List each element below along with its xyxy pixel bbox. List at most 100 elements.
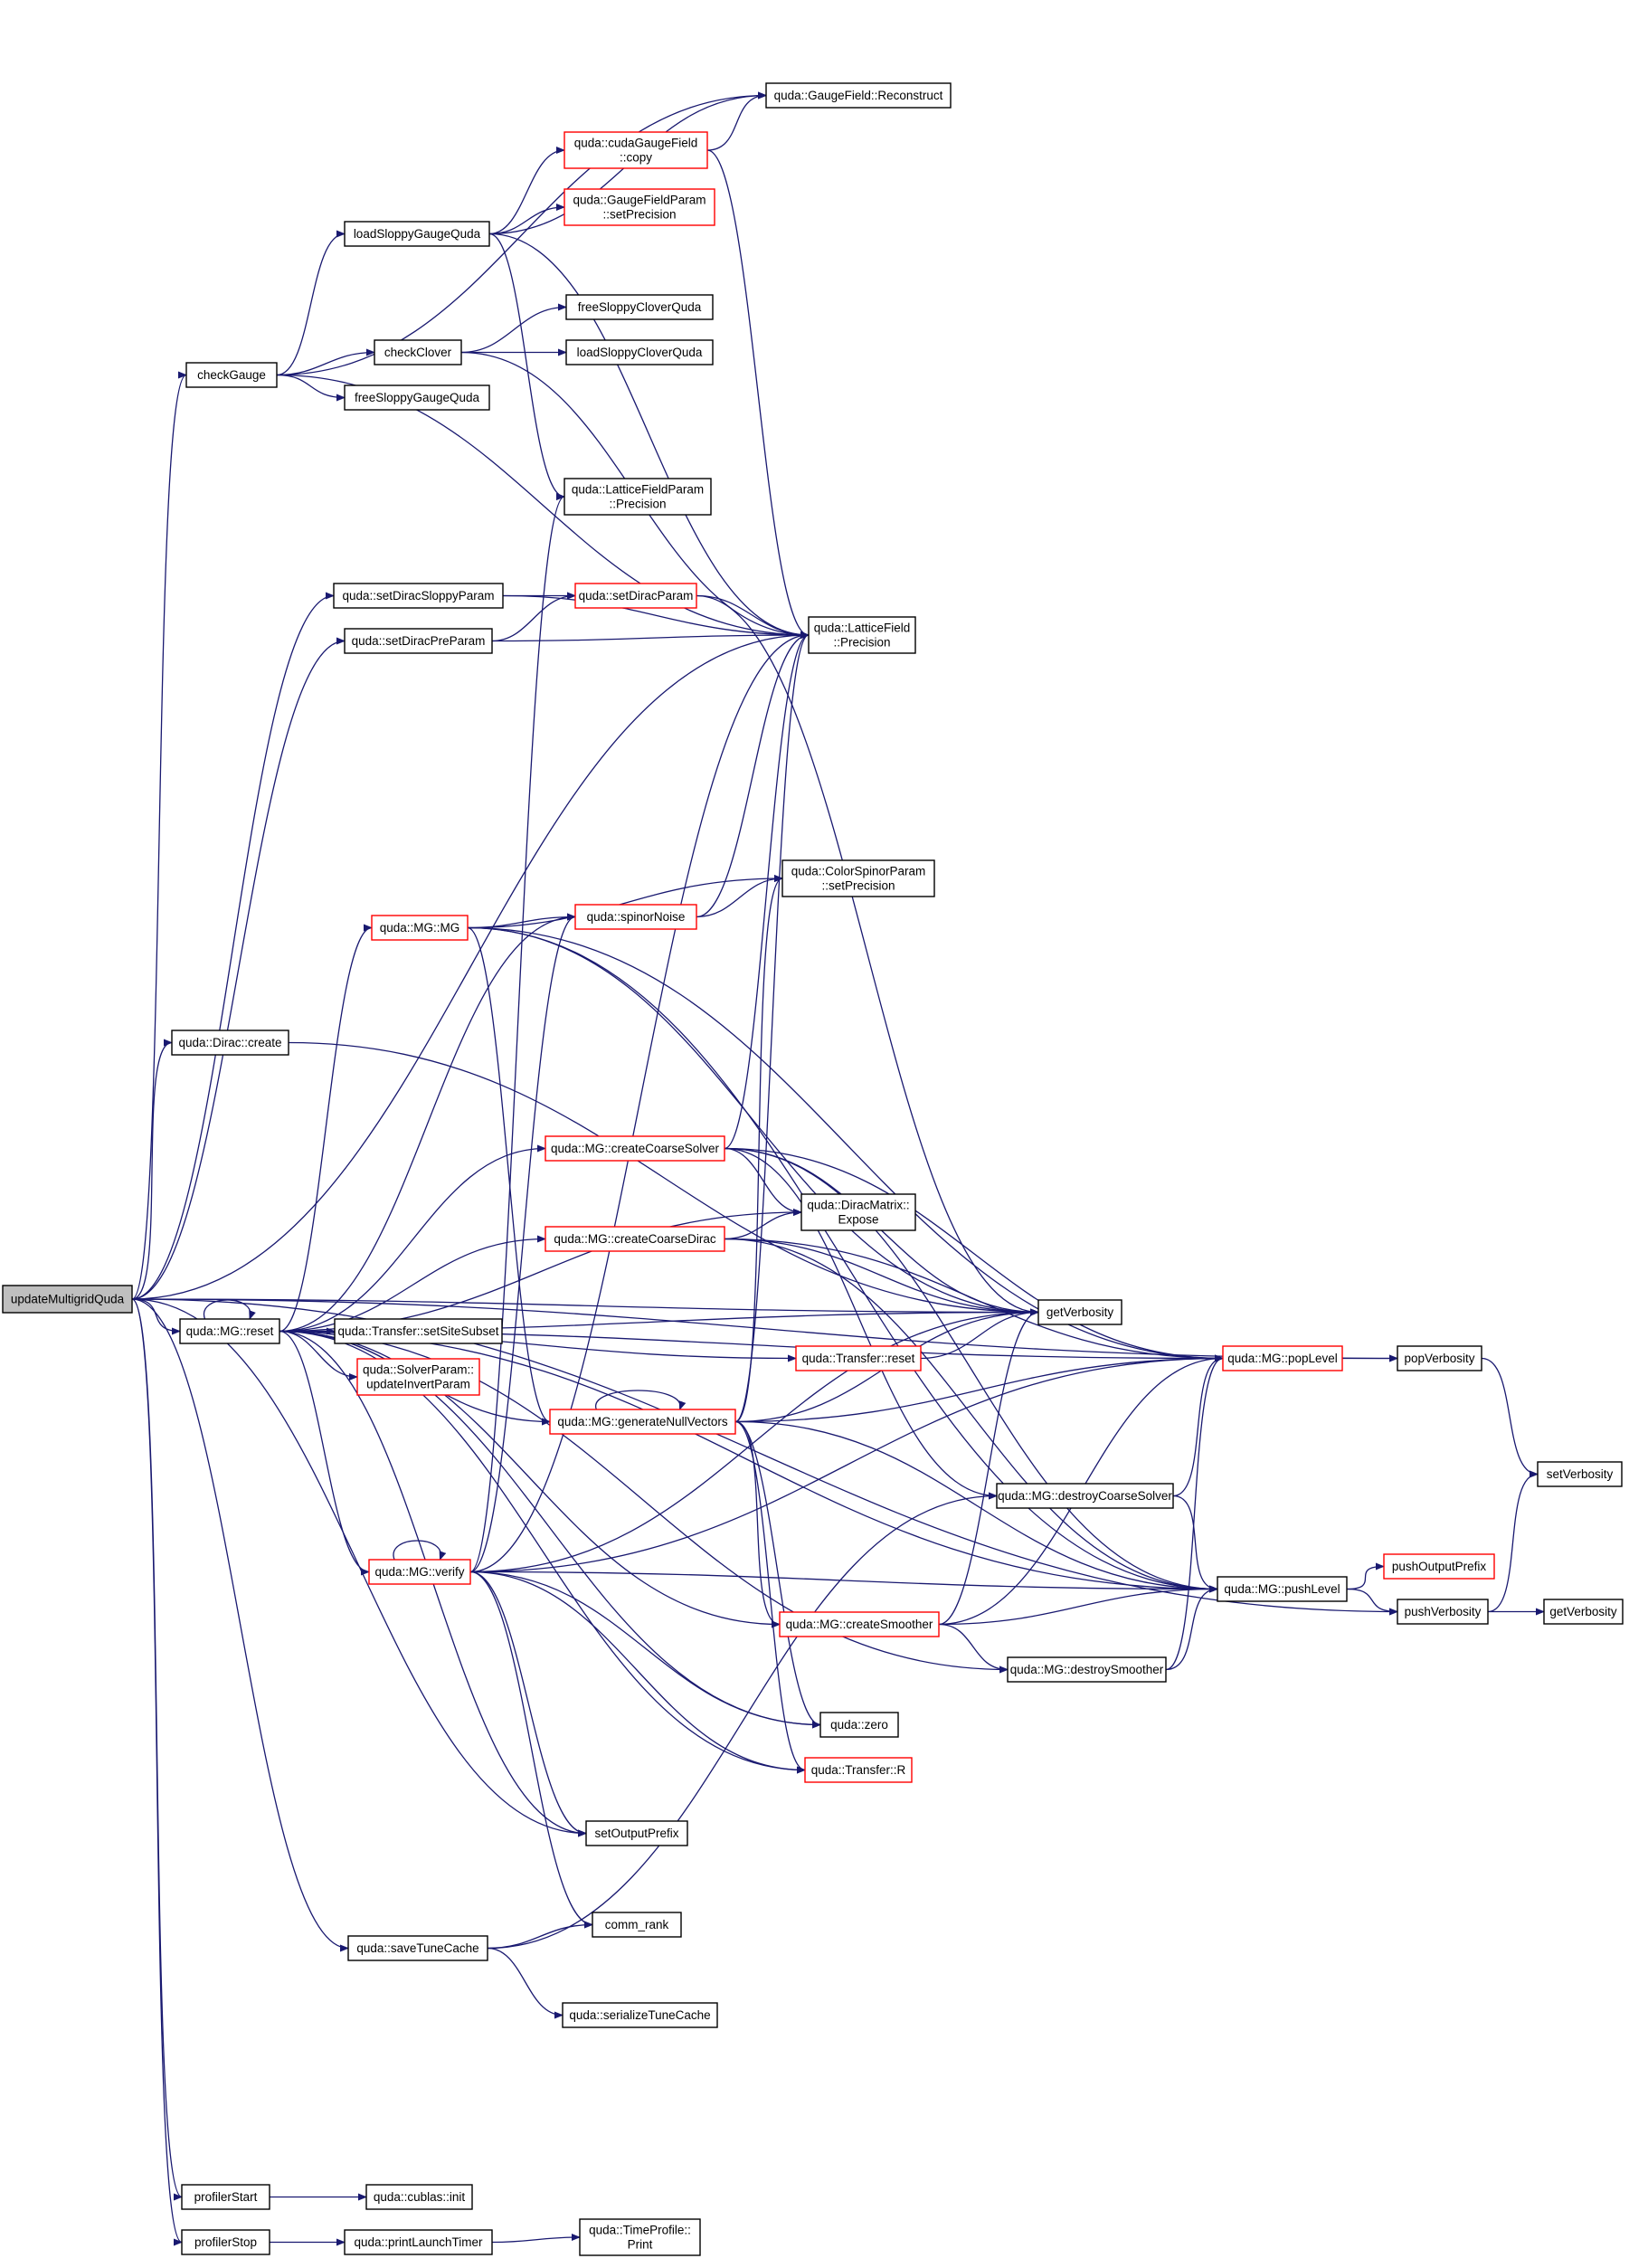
node-label: quda::Dirac::create (178, 1036, 281, 1049)
graph-node-checkClover[interactable]: checkClover (374, 339, 462, 365)
node-box (800, 1193, 916, 1231)
graph-node-ColorSpinorParamSetPrecision[interactable]: quda::ColorSpinorParam::setPrecision (781, 859, 935, 897)
edge-MGverify-to-setOutputPrefix (469, 1571, 587, 1837)
graph-node-freeSloppyCloverQuda[interactable]: freeSloppyCloverQuda (565, 294, 714, 320)
node-label: quda::GaugeFieldParam (573, 194, 706, 207)
graph-node-DiracCreate[interactable]: quda::Dirac::create (171, 1030, 289, 1056)
graph-node-cudaGaugeFieldCopy[interactable]: quda::cudaGaugeField::copy (564, 131, 708, 169)
graph-node-commRank[interactable]: comm_rank (592, 1912, 682, 1938)
edge-saveTuneCache-to-destroyCoarseSolver (487, 1492, 998, 1950)
graph-node-cublasInit[interactable]: quda::cublas::init (365, 2184, 473, 2210)
edge-generateNullVectors-to-LatticeFieldPrecision (734, 631, 810, 1423)
node-box (371, 915, 469, 941)
graph-node-setDiracParam[interactable]: quda::setDiracParam (574, 583, 697, 609)
graph-node-setVerbosity[interactable]: setVerbosity (1537, 1461, 1623, 1487)
nodes-layer: updateMultigridQuda checkGauge loadSloppyG… (2, 82, 1624, 2256)
graph-node-createSmoother[interactable]: quda::MG::createSmoother (779, 1611, 940, 1637)
graph-node-pushVerbosity[interactable]: pushVerbosity (1397, 1599, 1489, 1625)
edge-MGMG-to-generateNullVectors (467, 926, 551, 1426)
edge-MGreset-to-createSmoother (279, 1330, 781, 1628)
graph-node-saveTuneCache[interactable]: quda::saveTuneCache (347, 1935, 488, 1961)
graph-node-setOutputPrefix[interactable]: setOutputPrefix (585, 1820, 688, 1846)
graph-node-freeSloppyGaugeQuda[interactable]: freeSloppyGaugeQuda (344, 384, 490, 411)
node-box (579, 2218, 701, 2256)
node-box (356, 1358, 480, 1396)
graph-node-printLaunchTimer[interactable]: quda::printLaunchTimer (344, 2229, 493, 2255)
node-label: ::setPrecision (602, 208, 676, 222)
node-box (549, 1409, 736, 1435)
edge-checkGauge-to-freeSloppyGaugeQuda (276, 374, 346, 402)
graph-node-setDiracPreParam[interactable]: quda::setDiracPreParam (344, 628, 493, 654)
graph-node-loadSloppyGaugeQuda[interactable]: loadSloppyGaugeQuda (344, 221, 490, 247)
node-box (564, 188, 715, 226)
graph-node-LatticeFieldPrecision[interactable]: quda::LatticeField::Precision (808, 616, 916, 654)
graph-node-loadSloppyCloverQuda[interactable]: loadSloppyCloverQuda (565, 339, 714, 365)
graph-node-pushOutputPrefix[interactable]: pushOutputPrefix (1383, 1553, 1495, 1580)
edge-MGreset-to-qudaZero (279, 1330, 821, 1729)
graph-node-MGMG[interactable]: quda::MG::MG (371, 915, 469, 941)
edge-generateNullVectors-to-TransferR (734, 1420, 806, 1774)
edge-DiracCreate-to-getVerbosity1 (288, 1041, 1039, 1316)
node-box (181, 2229, 270, 2255)
graph-node-pushLevel[interactable]: quda::MG::pushLevel (1217, 1576, 1348, 1602)
graph-node-profilerStart[interactable]: profilerStart (181, 2184, 270, 2210)
graph-node-GaugeFieldParamSetPrecision[interactable]: quda::GaugeFieldParam::setPrecision (564, 188, 715, 226)
graph-node-popLevel[interactable]: quda::MG::popLevel (1222, 1345, 1343, 1371)
graph-node-serializeTuneCache[interactable]: quda::serializeTuneCache (562, 2002, 718, 2028)
graph-node-updateInvertParam[interactable]: quda::SolverParam::updateInvertParam (356, 1358, 480, 1396)
graph-node-MGreset[interactable]: quda::MG::reset (179, 1318, 280, 1344)
edge-generateNullVectors-to-pushLevel (734, 1420, 1218, 1593)
edge-cudaGaugeFieldCopy-to-LatticeFieldPrecision (706, 149, 810, 639)
graph-node-spinorNoise[interactable]: quda::spinorNoise (574, 904, 697, 930)
node-label: quda::cublas::init (374, 2190, 466, 2204)
node-label: popVerbosity (1404, 1352, 1474, 1365)
graph-node-MGverify[interactable]: quda::MG::verify (368, 1559, 471, 1585)
node-label: updateMultigridQuda (11, 1293, 125, 1306)
node-label: quda::spinorNoise (587, 910, 686, 924)
edge-MGreset-to-MGreset (203, 1299, 256, 1320)
edge-printLaunchTimer-to-TimeProfilePrint (491, 2234, 581, 2244)
edge-MGreset-to-createCoarseSolver (279, 1144, 546, 1333)
graph-node-createCoarseDirac[interactable]: quda::MG::createCoarseDirac (545, 1226, 725, 1252)
node-box (781, 859, 935, 897)
graph-node-popVerbosity[interactable]: popVerbosity (1397, 1345, 1482, 1371)
graph-node-destroyCoarseSolver[interactable]: quda::MG::destroyCoarseSolver (996, 1483, 1174, 1509)
node-label: ::setPrecision (821, 879, 895, 893)
node-box (344, 2229, 493, 2255)
graph-node-updateMultigridQuda[interactable]: updateMultigridQuda (2, 1285, 133, 1314)
graph-node-LatticeFieldParamPrecision[interactable]: quda::LatticeFieldParam::Precision (564, 478, 712, 516)
graph-node-GaugeFieldReconstruct[interactable]: quda::GaugeField::Reconstruct (765, 82, 952, 109)
edge-MGMG-to-popLevel (467, 926, 1224, 1362)
graph-node-createCoarseSolver[interactable]: quda::MG::createCoarseSolver (545, 1135, 725, 1162)
node-box (334, 1318, 503, 1344)
edge-MGverify-to-popLevel (469, 1354, 1224, 1573)
edge-setDiracSloppyParam-to-LatticeFieldPrecision (502, 594, 810, 639)
edge-setDiracParam-to-getVerbosity1 (696, 594, 1039, 1316)
graph-node-qudaZero[interactable]: quda::zero (819, 1712, 899, 1738)
graph-node-generateNullVectors[interactable]: quda::MG::generateNullVectors (549, 1409, 736, 1435)
graph-node-profilerStop[interactable]: profilerStop (181, 2229, 270, 2255)
node-box (1537, 1461, 1623, 1487)
edge-checkGauge-to-GaugeFieldReconstruct (276, 91, 767, 376)
graph-node-getVerbosity1[interactable]: getVerbosity (1037, 1299, 1122, 1325)
edge-createSmoother-to-destroySmoother (938, 1623, 1009, 1674)
graph-node-TransferReset[interactable]: quda::Transfer::reset (795, 1345, 922, 1371)
node-label: quda::TimeProfile:: (589, 2224, 691, 2237)
graph-node-setDiracSloppyParam[interactable]: quda::setDiracSloppyParam (333, 583, 504, 609)
graph-node-setSiteSubset[interactable]: quda::Transfer::setSiteSubset (334, 1318, 503, 1344)
node-label: quda::MG::pushLevel (1224, 1582, 1340, 1596)
edge-generateNullVectors-to-ColorSpinorParamSetPrecision (734, 875, 783, 1423)
node-box (1007, 1656, 1167, 1683)
node-box (185, 362, 278, 388)
graph-node-TransferR[interactable]: quda::Transfer::R (804, 1757, 913, 1783)
graph-node-DiracMatrixExpose[interactable]: quda::DiracMatrix::Expose (800, 1193, 916, 1231)
graph-node-TimeProfilePrint[interactable]: quda::TimeProfile::Print (579, 2218, 701, 2256)
graph-node-destroySmoother[interactable]: quda::MG::destroySmoother (1007, 1656, 1167, 1683)
node-label: loadSloppyCloverQuda (577, 346, 703, 359)
node-label: updateInvertParam (366, 1378, 470, 1391)
graph-node-getVerbosity2[interactable]: getVerbosity (1543, 1599, 1624, 1625)
edge-updateMultigridQuda-to-setDiracSloppyParam (131, 592, 335, 1300)
node-label: quda::MG::MG (380, 921, 460, 935)
graph-node-checkGauge[interactable]: checkGauge (185, 362, 278, 388)
node-label: quda::zero (830, 1718, 888, 1732)
